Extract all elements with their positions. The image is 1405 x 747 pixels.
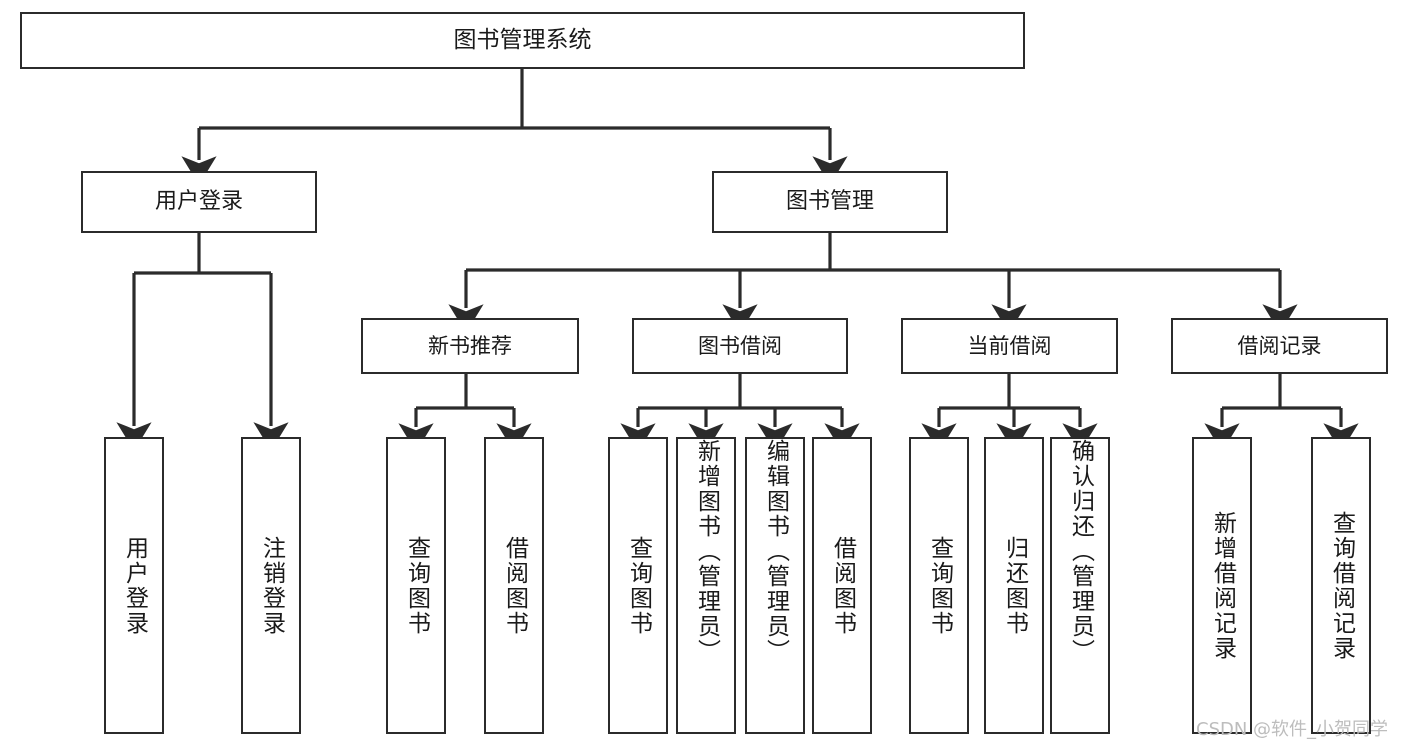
node-book-management-label: 图书管理 — [785, 189, 874, 215]
node-current-borrow[interactable]: 当前借阅 — [901, 318, 1118, 374]
csdn-watermark: CSDN @软件_小贺同学 — [1196, 719, 1389, 740]
node-leaf-query-borrow-record[interactable]: 查询借阅记录 — [1311, 437, 1371, 734]
node-leaf-query-book-rec[interactable]: 查询图书 — [386, 437, 446, 734]
node-leaf-confirm-return-admin-label: 确认归还（管理员） — [1067, 439, 1094, 664]
node-leaf-add-book-admin-label: 新增图书（管理员） — [693, 439, 720, 664]
node-leaf-user-login-label: 用户登录 — [121, 535, 148, 636]
node-leaf-borrow-book-label: 借阅图书 — [829, 535, 856, 636]
node-leaf-query-book-borrow[interactable]: 查询图书 — [608, 437, 668, 734]
node-user-login[interactable]: 用户登录 — [81, 171, 317, 233]
node-leaf-borrow-book[interactable]: 借阅图书 — [812, 437, 872, 734]
node-leaf-query-book-current-label: 查询图书 — [926, 535, 953, 636]
node-leaf-edit-book-admin-label: 编辑图书（管理员） — [762, 439, 789, 664]
node-leaf-borrow-book-rec[interactable]: 借阅图书 — [484, 437, 544, 734]
node-leaf-logout-login[interactable]: 注销登录 — [241, 437, 301, 734]
node-leaf-query-book-current[interactable]: 查询图书 — [909, 437, 969, 734]
node-leaf-add-book-admin[interactable]: 新增图书（管理员） — [676, 437, 736, 734]
node-leaf-query-borrow-record-label: 查询借阅记录 — [1328, 510, 1355, 661]
node-leaf-add-borrow-record-label: 新增借阅记录 — [1209, 510, 1236, 661]
node-leaf-confirm-return-admin[interactable]: 确认归还（管理员） — [1050, 437, 1110, 734]
node-book-borrow-label: 图书借阅 — [698, 333, 782, 358]
node-borrow-record-label: 借阅记录 — [1237, 333, 1322, 358]
node-leaf-logout-login-label: 注销登录 — [258, 535, 285, 636]
node-book-borrow[interactable]: 图书借阅 — [632, 318, 848, 374]
node-current-borrow-label: 当前借阅 — [967, 333, 1052, 358]
node-leaf-borrow-book-rec-label: 借阅图书 — [501, 535, 528, 636]
node-new-book-recommend-label: 新书推荐 — [428, 333, 512, 358]
node-leaf-edit-book-admin[interactable]: 编辑图书（管理员） — [745, 437, 805, 734]
node-leaf-query-book-rec-label: 查询图书 — [403, 535, 430, 636]
node-leaf-add-borrow-record[interactable]: 新增借阅记录 — [1192, 437, 1252, 734]
node-user-login-label: 用户登录 — [154, 189, 243, 215]
node-leaf-return-book[interactable]: 归还图书 — [984, 437, 1044, 734]
node-root[interactable]: 图书管理系统 — [20, 12, 1025, 69]
node-root-label: 图书管理系统 — [453, 26, 592, 53]
node-leaf-return-book-label: 归还图书 — [1001, 535, 1028, 636]
node-leaf-user-login[interactable]: 用户登录 — [104, 437, 164, 734]
node-new-book-recommend[interactable]: 新书推荐 — [361, 318, 579, 374]
node-book-management[interactable]: 图书管理 — [712, 171, 948, 233]
node-leaf-query-book-borrow-label: 查询图书 — [625, 535, 652, 636]
node-borrow-record[interactable]: 借阅记录 — [1171, 318, 1388, 374]
